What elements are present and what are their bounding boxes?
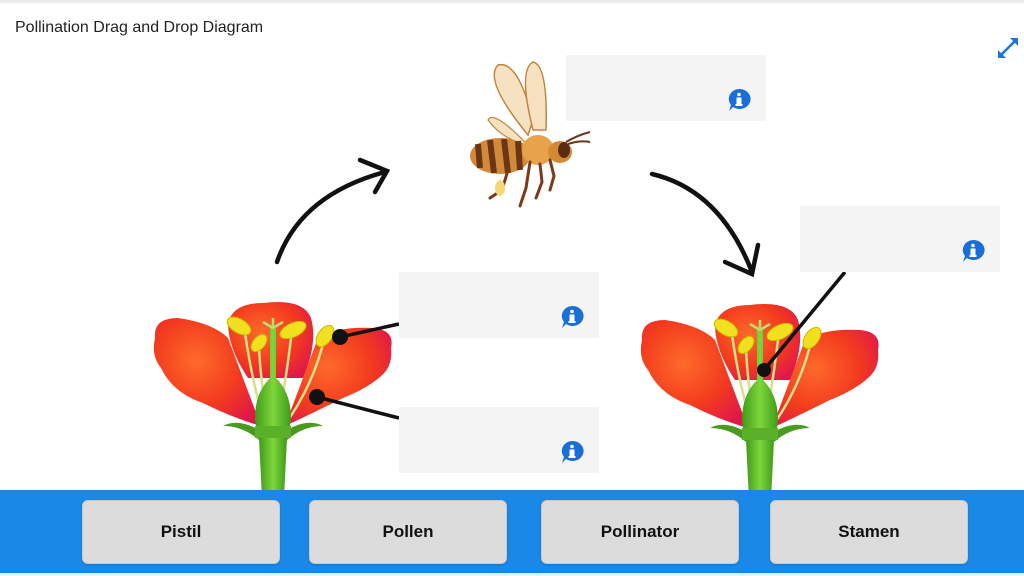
draggable-label-stamen[interactable]: Stamen [770, 500, 968, 564]
info-bubble-icon[interactable] [726, 88, 752, 112]
info-bubble-icon[interactable] [559, 440, 585, 464]
diagram-canvas [152, 61, 880, 490]
draggable-label-pistil[interactable]: Pistil [82, 500, 280, 564]
drop-zone-bee[interactable] [566, 55, 766, 121]
drop-zone-filament-left[interactable] [399, 407, 599, 473]
label-bank: Pistil Pollen Pollinator Stamen [0, 490, 1024, 573]
bottom-border [0, 573, 1024, 576]
bee-illustration [470, 61, 591, 208]
top-border [0, 0, 1024, 3]
expand-arrows-icon [998, 38, 1018, 58]
fullscreen-button[interactable] [996, 36, 1020, 60]
info-bubble-icon[interactable] [559, 305, 585, 329]
pointer-lines [316, 270, 847, 420]
flower-illustration-left [152, 300, 393, 490]
cycle-arrows [274, 157, 761, 278]
draggable-label-pollen[interactable]: Pollen [309, 500, 507, 564]
drop-zone-pistil-right[interactable] [800, 206, 1000, 272]
draggable-label-pollinator[interactable]: Pollinator [541, 500, 739, 564]
drop-zone-anther-left[interactable] [399, 272, 599, 338]
flower-illustration-right [639, 302, 880, 490]
page-title: Pollination Drag and Drop Diagram [15, 19, 264, 36]
info-bubble-icon[interactable] [960, 239, 986, 263]
